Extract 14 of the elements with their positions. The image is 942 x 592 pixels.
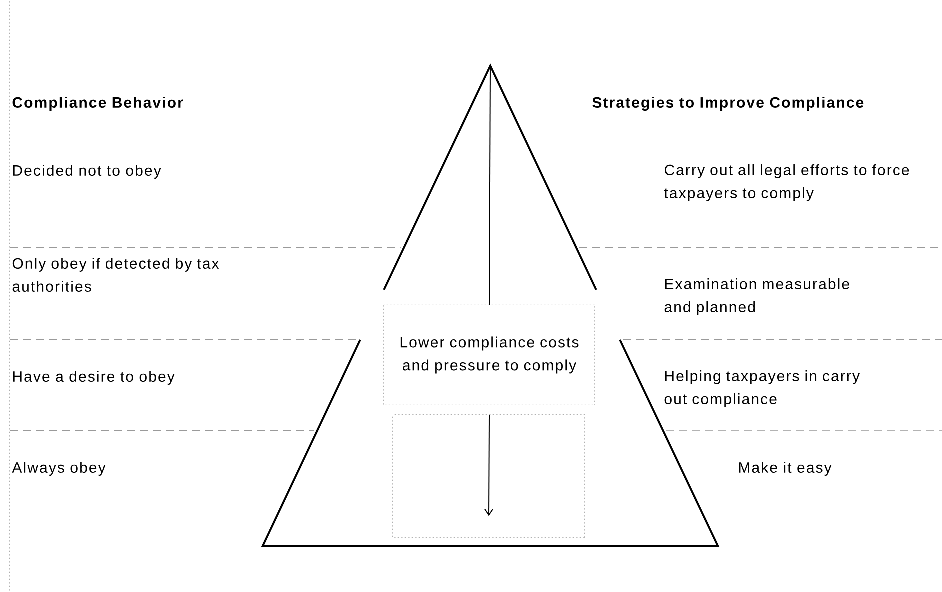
connector-line <box>489 65 491 306</box>
row-text: Carry out all legal efforts to force taxpayers to comply <box>664 164 910 202</box>
row-text: Have a desire to obey <box>13 371 175 385</box>
row-text: Helping taxpayers in carry out compliance <box>664 370 860 408</box>
column-heading: Compliance Behavior <box>12 97 184 111</box>
row-text: Always obey <box>12 462 106 476</box>
dotted-box <box>392 414 586 538</box>
text-box: Lower compliance costs and pressure to comply <box>384 305 596 406</box>
row-text: Only obey if detected by tax authorities <box>12 258 220 292</box>
column-heading: Strategies to Improve Compliance <box>592 96 864 112</box>
row-text: Decided not to obey <box>13 165 162 179</box>
arrow <box>484 414 494 516</box>
row-text: Make it easy <box>739 462 832 476</box>
row-text: Examination measurable and planned <box>664 278 850 316</box>
